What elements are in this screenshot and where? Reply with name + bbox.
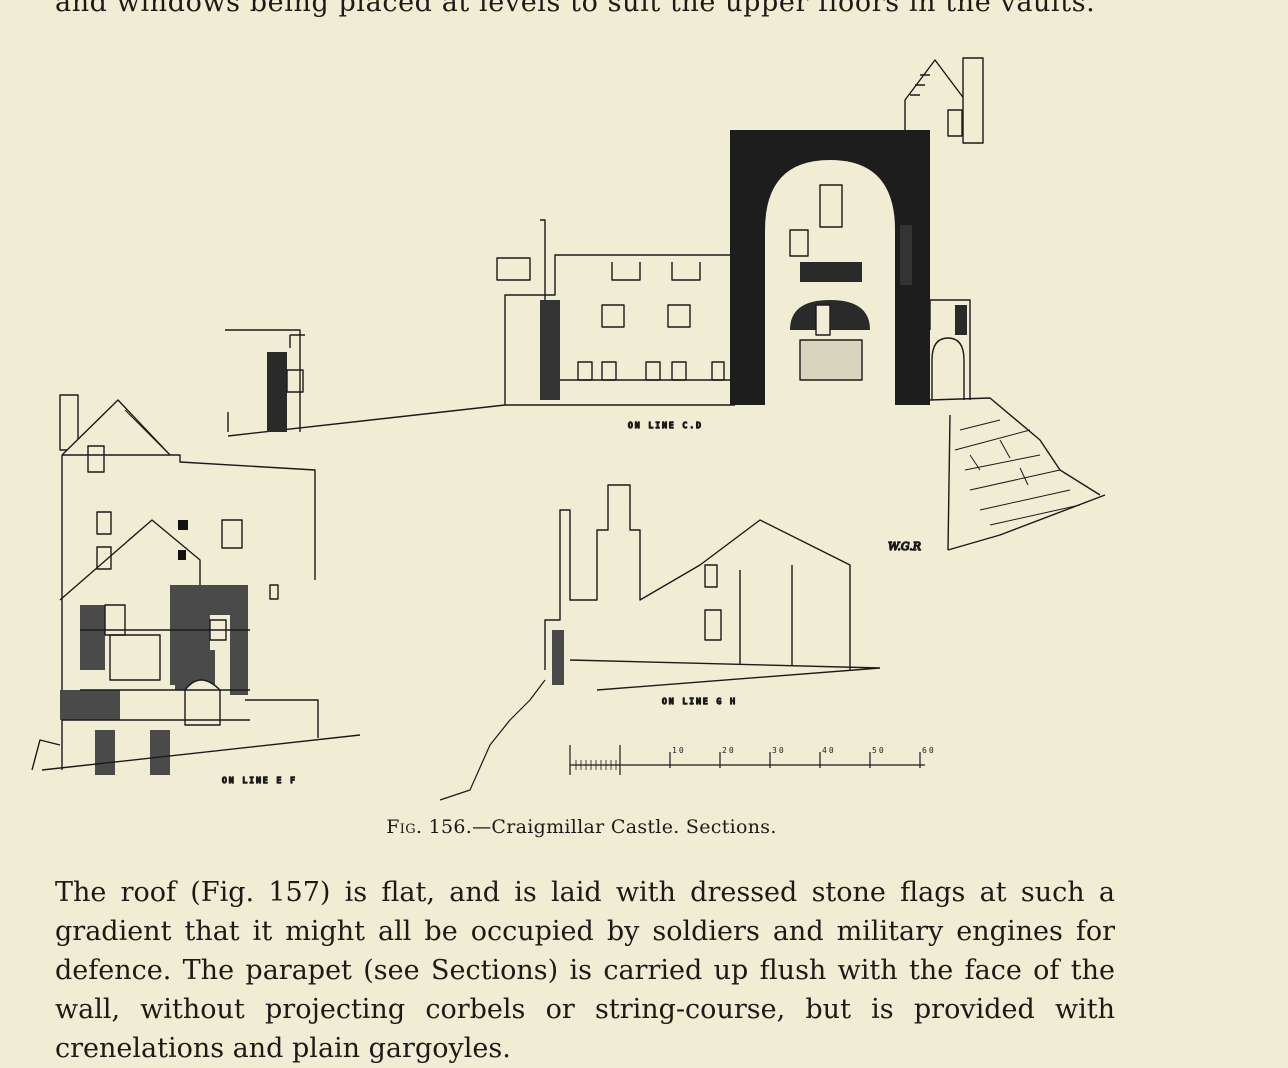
caption-fig-number: Fig. 156. (386, 816, 473, 838)
section-gh-drawing: ON LINE G H (439, 484, 881, 801)
scale-tick-labels: 10 20 30 40 50 60 (672, 746, 936, 755)
label-on-line-gh: ON LINE G H (662, 697, 737, 706)
scale-tick-label: 50 (872, 746, 886, 755)
signature-label: W.G.R (888, 540, 921, 553)
label-on-line-ef: ON LINE E F (222, 776, 297, 785)
caption-title: —Craigmillar Castle. Sections. (472, 816, 777, 838)
castle-sections-figure: ON LINE E F ON LINE G H ON LINE C.D W.G.… (31, 57, 1106, 801)
top-text-line: and windows being placed at levels to su… (55, 0, 1096, 18)
label-on-line-cd: ON LINE C.D (628, 421, 703, 430)
scale-tick-label: 30 (772, 746, 786, 755)
scale-tick-label: 20 (722, 746, 736, 755)
body-text: The roof (Fig. 157) is flat, and is laid… (55, 873, 1115, 1068)
section-cd-drawing (225, 57, 1106, 551)
figure-caption: Fig. 156.—Craigmillar Castle. Sections. (0, 816, 1163, 838)
scale-bar (569, 745, 925, 775)
body-paragraph: The roof (Fig. 157) is flat, and is laid… (55, 877, 1115, 1064)
scale-tick-label: 40 (822, 746, 836, 755)
scale-tick-label: 60 (922, 746, 936, 755)
section-ef-drawing: ON LINE E F (31, 394, 361, 786)
scale-tick-label: 10 (672, 746, 686, 755)
